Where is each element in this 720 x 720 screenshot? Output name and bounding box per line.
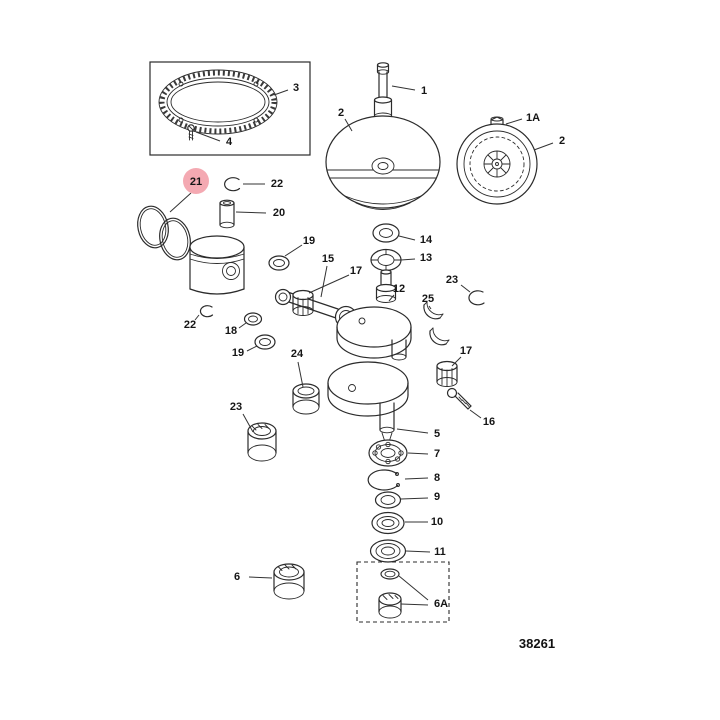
callout-8[interactable]: 8 [434, 472, 440, 484]
callout-12[interactable]: 12 [393, 283, 405, 295]
callout-17-right[interactable]: 17 [460, 345, 472, 357]
callout-23-right[interactable]: 23 [446, 274, 458, 286]
washer-part-19-bottom [254, 334, 276, 350]
flywheel-left-part-2 [325, 115, 441, 210]
callout-25[interactable]: 25 [422, 293, 434, 305]
bearing-cage-part-17-right [436, 360, 458, 387]
callout-15[interactable]: 15 [322, 253, 334, 265]
clip-part-22-bottom [199, 305, 214, 318]
callout-4[interactable]: 4 [226, 136, 233, 148]
bearing-part-13 [370, 248, 402, 272]
callout-11[interactable]: 11 [434, 546, 446, 558]
leader-lines [169, 85, 554, 606]
callout-23-left[interactable]: 23 [230, 401, 242, 413]
retaining-ring-part-23-right [468, 290, 485, 306]
callout-1[interactable]: 1 [421, 85, 427, 97]
retaining-ring-part-8 [367, 469, 400, 491]
callout-21-highlighted[interactable]: 21 [190, 176, 202, 188]
washer-part-18 [243, 312, 263, 326]
bolt-part-1 [373, 62, 393, 120]
callout-10[interactable]: 10 [431, 516, 443, 528]
screw-part-4 [187, 124, 195, 141]
callout-20[interactable]: 20 [273, 207, 285, 219]
drawing-number: 38261 [519, 636, 555, 651]
callout-13[interactable]: 13 [420, 252, 432, 264]
callout-22-top[interactable]: 22 [271, 178, 283, 190]
ring-gear-part-3 [158, 69, 278, 135]
callout-9[interactable]: 9 [434, 491, 440, 503]
callout-18[interactable]: 18 [225, 325, 237, 337]
callout-6[interactable]: 6 [234, 571, 240, 583]
callout-6a[interactable]: 6A [434, 598, 448, 610]
sleeve-part-24 [292, 383, 320, 415]
bearing-cage-part-17-left [292, 289, 314, 316]
part-21-highlight[interactable] [183, 168, 209, 194]
inset-box [149, 61, 311, 156]
callout-14[interactable]: 14 [420, 234, 433, 246]
callout-17-left[interactable]: 17 [350, 265, 362, 277]
bearing-half-part-25 [423, 301, 450, 346]
callout-1a[interactable]: 1A [526, 112, 540, 124]
flywheel-right-part-2 [456, 123, 538, 205]
bearing-part-14 [372, 223, 400, 243]
piston-rings-part-21 [137, 205, 191, 261]
callout-5[interactable]: 5 [434, 428, 440, 440]
washer-part-9 [374, 491, 402, 509]
callout-3[interactable]: 3 [293, 82, 299, 94]
callout-24[interactable]: 24 [291, 348, 304, 360]
callout-19-bottom[interactable]: 19 [232, 347, 244, 359]
callout-7[interactable]: 7 [434, 448, 440, 460]
bushing-part-23-left [247, 422, 277, 462]
piston [189, 235, 245, 295]
bushing-part-6 [273, 563, 305, 600]
washer-part-19-top [268, 255, 290, 271]
callout-2-right[interactable]: 2 [559, 135, 565, 147]
crankshaft-part-5 [327, 269, 412, 444]
callout-19-top[interactable]: 19 [303, 235, 315, 247]
callout-16[interactable]: 16 [483, 416, 495, 428]
seal-part-10 [371, 511, 405, 535]
kit-box-part-6a [356, 561, 450, 623]
callout-22-bottom[interactable]: 22 [184, 319, 196, 331]
seal-part-11 [369, 539, 407, 563]
callout-2-left[interactable]: 2 [338, 107, 344, 119]
clip-part-22-top [224, 177, 241, 192]
ball-bearing-part-7 [368, 439, 408, 467]
piston-pin-part-20 [219, 199, 235, 229]
screw-part-16 [446, 387, 472, 410]
